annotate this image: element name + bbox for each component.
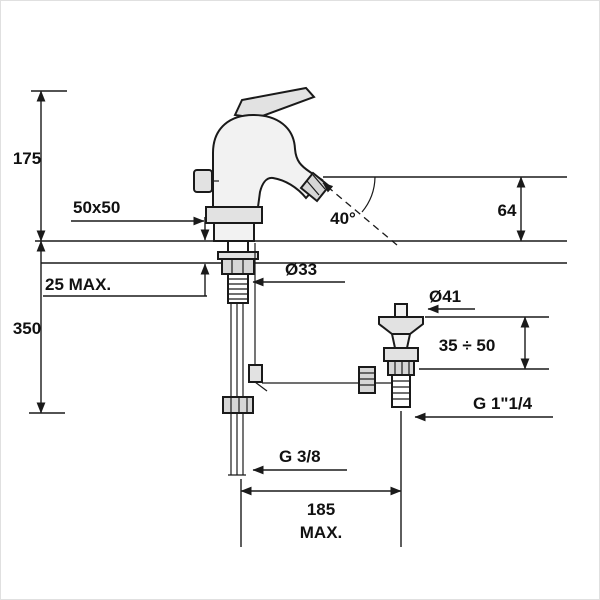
dim-drain-thread-label: G 1"1/4 — [473, 394, 533, 413]
dim-height-label: 175 — [13, 149, 41, 168]
waste-body — [387, 360, 415, 376]
spray-axis-dashed-line — [322, 182, 398, 246]
rod-clamp — [248, 364, 263, 383]
supply-pipes — [222, 303, 254, 476]
plug-neck — [390, 333, 412, 349]
dim-counter-thickness-label: 25 MAX. — [45, 275, 111, 294]
dim-drain-adjust-label: 35 ÷ 50 — [439, 336, 496, 355]
pop-up-linkage — [248, 243, 392, 394]
rod-diagonal-link — [254, 381, 268, 392]
lever-handle — [233, 86, 316, 120]
dim-reach-label: 185 — [307, 500, 335, 519]
waste-tailpiece — [391, 374, 411, 408]
angle-arc — [361, 176, 376, 213]
mounting-nut — [221, 258, 255, 275]
side-knob — [193, 169, 213, 193]
base-plinth-lower — [213, 222, 255, 242]
plug-stem — [394, 303, 408, 318]
plug-cap — [378, 316, 424, 335]
dim-supply-thread-label: G 3/8 — [279, 447, 321, 466]
spray-angle-annotation: 40° — [322, 176, 398, 246]
dim-spout-height-label: 64 — [498, 201, 517, 220]
dim-plug-diameter-label: Ø41 — [429, 287, 461, 306]
dimension-annotations: 175 350 50x50 25 MAX. Ø33 64 Ø41 35 ÷ 50… — [13, 90, 553, 547]
faucet-assembly — [193, 86, 331, 304]
aerator-nozzle — [299, 171, 331, 203]
dim-shank-diameter-label: Ø33 — [285, 260, 317, 279]
knurled-adjuster — [358, 366, 376, 394]
drain-assembly — [378, 303, 424, 408]
reference-lines — [29, 90, 567, 414]
dim-base-size-label: 50x50 — [73, 198, 120, 217]
mounting-washer — [217, 251, 259, 260]
waste-flange — [383, 347, 419, 362]
faucet-body — [212, 113, 324, 208]
dim-hose-length-label: 350 — [13, 319, 41, 338]
base-plinth-upper — [205, 206, 263, 224]
aerator-hatch-line — [306, 180, 320, 196]
dim-angle-label: 40° — [330, 209, 356, 228]
pipe-fitting-nut — [222, 396, 254, 414]
dim-reach-suffix-label: MAX. — [300, 523, 343, 542]
